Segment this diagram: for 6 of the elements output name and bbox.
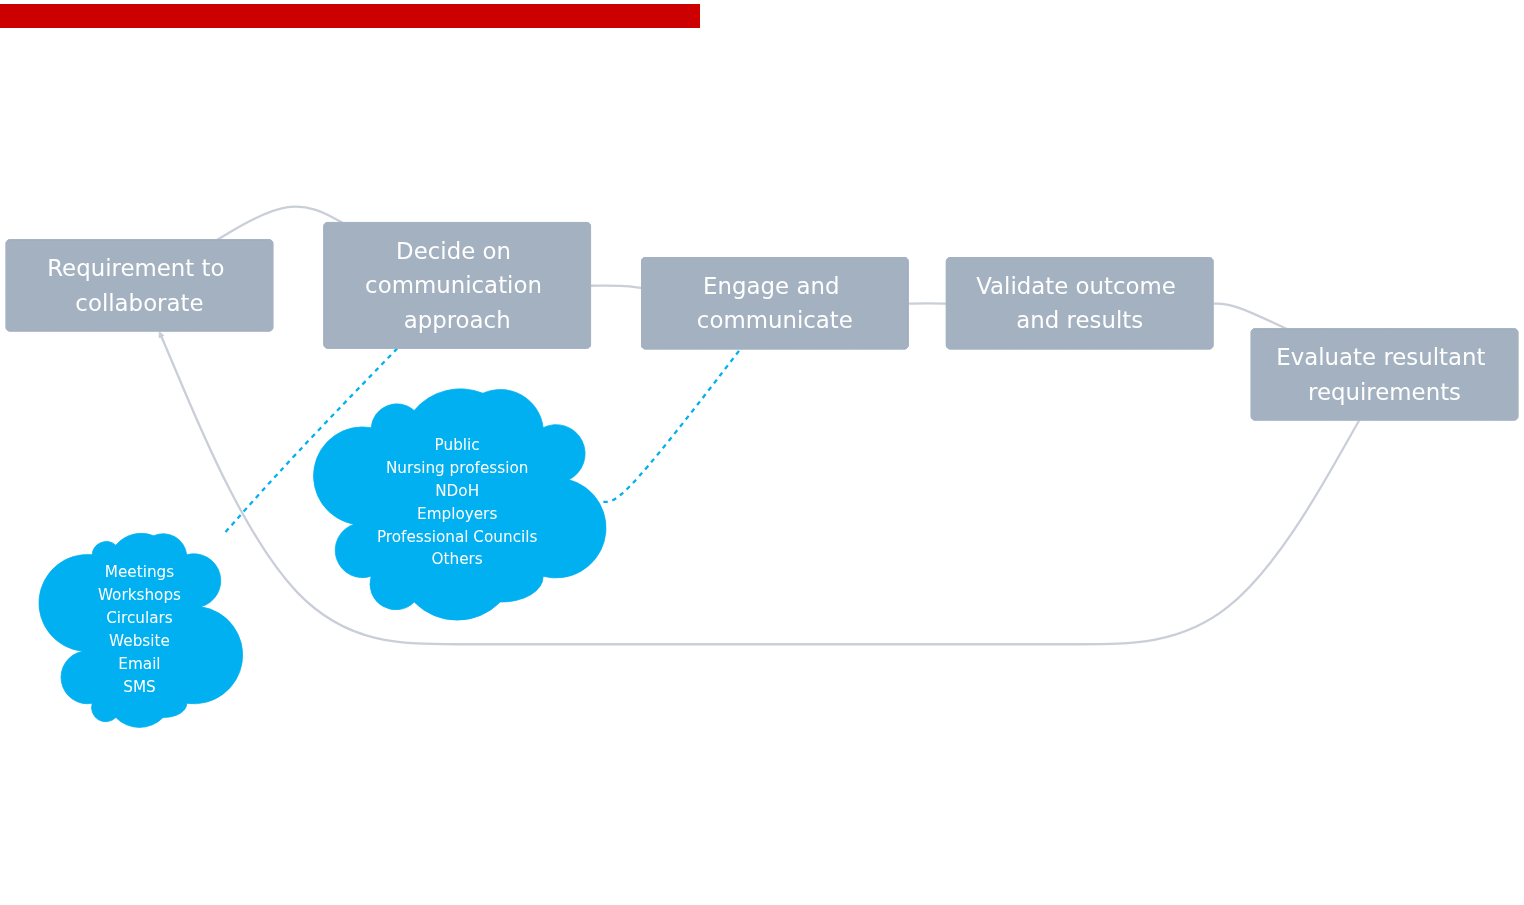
arrow	[158, 331, 1361, 646]
connector	[908, 302, 947, 305]
connector	[603, 348, 742, 504]
connector	[224, 347, 398, 533]
connector	[216, 205, 344, 241]
connector	[590, 284, 643, 290]
